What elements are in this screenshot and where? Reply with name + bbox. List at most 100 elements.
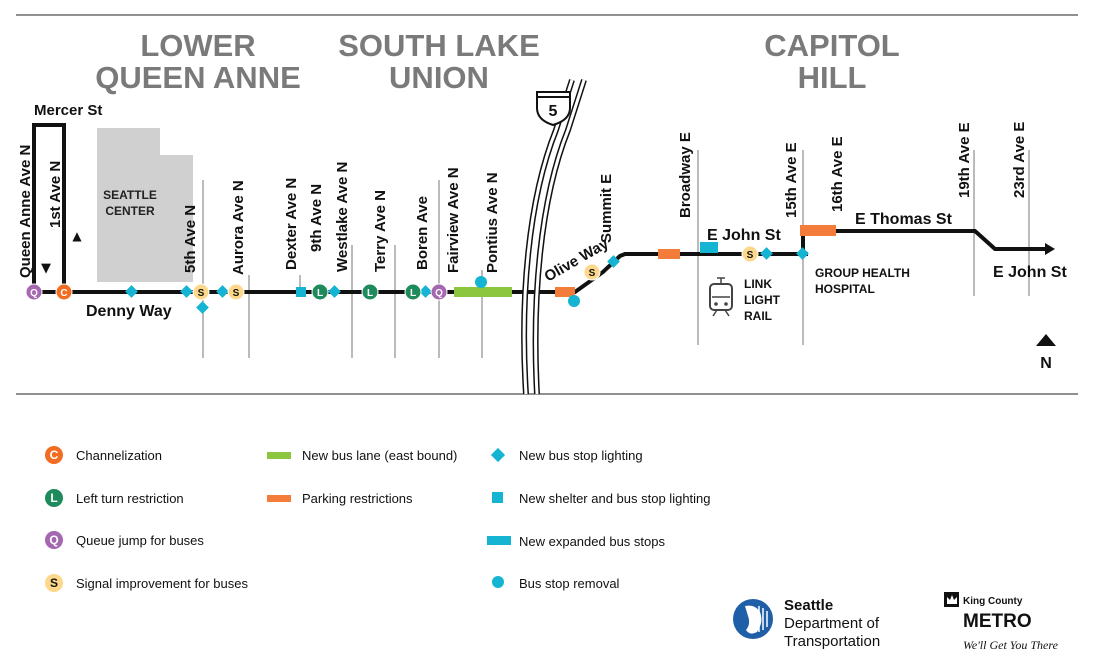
lighting-diamond: [196, 301, 209, 314]
street-label-queen-anne: Queen Anne Ave N: [17, 145, 34, 278]
legend-letter: Q: [49, 533, 58, 547]
street-label-terry: Terry Ave N: [372, 190, 389, 272]
marker-channelization-1st: C: [55, 283, 73, 301]
new-shelter-dexter: [296, 287, 306, 297]
neighborhood-capitol-hill-line1: CAPITOL: [764, 28, 900, 63]
parking-restriction-olive: [555, 287, 575, 297]
legend-label: Signal improvement for buses: [76, 576, 248, 591]
light-rail-label-line2: LIGHT: [744, 293, 781, 307]
light-rail-label-line1: LINK: [744, 277, 772, 291]
i5-inner-2: [534, 79, 586, 395]
legend-label: New bus lane (east bound): [302, 448, 457, 463]
street-label-dexter: Dexter Ave N: [283, 178, 300, 270]
marker-letter: L: [367, 288, 373, 299]
street-label-aurora: Aurora Ave N: [230, 180, 247, 275]
legend-item-left-turn: L Left turn restriction: [45, 489, 184, 507]
neighborhood-lower-queen-anne-line1: LOWER: [140, 28, 255, 63]
street-label-thomas: E Thomas St: [855, 211, 953, 228]
street-label-23rd: 23rd Ave E: [1011, 122, 1028, 198]
metro-tagline: We'll Get You There: [963, 638, 1059, 652]
sdot-name-line2: Department of: [784, 615, 880, 632]
street-label-westlake: Westlake Ave N: [334, 162, 351, 272]
legend: C Channelization L Left turn restriction…: [45, 446, 711, 592]
street-label-1st: 1st Ave N: [47, 161, 64, 228]
group-health-label-line1: GROUP HEALTH: [815, 266, 910, 280]
metro-name: METRO: [963, 611, 1032, 632]
lighting-diamond: [216, 285, 229, 298]
legend-item-lighting: New bus stop lighting: [490, 447, 643, 463]
legend-letter: S: [50, 576, 58, 590]
eastbound-arrow-icon: [1045, 243, 1055, 255]
i5-shield-icon: 5: [536, 91, 571, 127]
lighting-diamond: [328, 285, 341, 298]
bus-lane-segment: [454, 287, 512, 297]
street-label-15th: 15th Ave E: [783, 142, 800, 218]
marker-letter: S: [747, 250, 754, 261]
legend-label: Bus stop removal: [519, 576, 620, 591]
legend-label: Channelization: [76, 448, 162, 463]
lighting-diamond: [760, 247, 773, 260]
southbound-arrow-icon: ▼: [41, 261, 51, 276]
street-label-john-east: E John St: [993, 264, 1067, 281]
lighting-diamond: [180, 285, 193, 298]
neighborhood-lower-queen-anne-line2: QUEEN ANNE: [95, 60, 301, 95]
sdot-logo: Seattle Department of Transportation: [733, 597, 880, 650]
i5-inner: [522, 79, 574, 395]
sdot-name-line3: Transportation: [784, 633, 880, 650]
street-label-summit: Summit E: [598, 174, 615, 243]
legend-item-parking: Parking restrictions: [267, 491, 413, 506]
legend-label: New bus stop lighting: [519, 448, 643, 463]
neighborhood-south-lake-union-line1: SOUTH LAKE: [338, 28, 540, 63]
lighting-diamond: [125, 285, 138, 298]
street-label-olive: Olive Way: [542, 235, 613, 286]
king-county-metro-logo: King County METRO We'll Get You There: [944, 592, 1059, 652]
i5-shield-number: 5: [549, 103, 558, 120]
legend-label: Parking restrictions: [302, 491, 413, 506]
cross-streets: [202, 150, 1030, 358]
legend-item-shelter: New shelter and bus stop lighting: [492, 491, 711, 506]
bus-stop-lighting-markers: [125, 247, 809, 314]
street-label-16th: 16th Ave E: [829, 136, 846, 212]
marker-signal-olive: S: [583, 263, 601, 281]
legend-label: Queue jump for buses: [76, 533, 204, 548]
light-rail-label-line3: RAIL: [744, 309, 772, 323]
marker-letter: Q: [30, 288, 38, 299]
street-label-john-mid: E John St: [707, 227, 781, 244]
north-label: N: [1040, 355, 1052, 372]
marker-signal-aurora: S: [227, 283, 245, 301]
queen-anne-loop: [32, 123, 66, 292]
bus-stop-removal-olive: [568, 295, 580, 307]
street-label-denny: Denny Way: [86, 303, 172, 320]
legend-label: Left turn restriction: [76, 491, 184, 506]
light-rail-icon: [709, 277, 733, 317]
legend-label: New shelter and bus stop lighting: [519, 491, 711, 506]
neighborhood-south-lake-union-line2: UNION: [389, 60, 489, 95]
legend-item-bus-lane: New bus lane (east bound): [267, 448, 457, 463]
street-label-5th: 5th Ave N: [182, 205, 199, 273]
marker-letter: Q: [435, 288, 443, 299]
marker-left-turn-terry: L: [361, 283, 379, 301]
legend-label: New expanded bus stops: [519, 534, 665, 549]
street-label-fairview: Fairview Ave N: [445, 167, 462, 273]
legend-item-channelization: C Channelization: [45, 446, 162, 464]
legend-item-signal: S Signal improvement for buses: [45, 574, 248, 592]
marker-letter: L: [317, 288, 323, 299]
legend-letter: L: [50, 491, 57, 505]
lighting-diamond: [796, 247, 809, 260]
street-label-boren: Boren Ave: [414, 196, 431, 270]
group-health-label-line2: HOSPITAL: [815, 282, 875, 296]
legend-item-stop-removal: Bus stop removal: [492, 576, 620, 591]
marker-left-turn-9th: L: [311, 283, 329, 301]
marker-letter: L: [410, 288, 416, 299]
seattle-center-label-line2: CENTER: [105, 204, 155, 218]
seattle-center-label-line1: SEATTLE: [103, 188, 157, 202]
expanded-bus-stop: [700, 242, 718, 253]
north-arrow-icon: [1036, 334, 1056, 346]
metro-county-name: King County: [963, 596, 1023, 607]
street-label-9th: 9th Ave N: [308, 184, 325, 252]
marker-signal-5th: S: [192, 283, 210, 301]
parking-restriction-broadway: [658, 249, 680, 259]
marker-letter: S: [589, 268, 596, 279]
neighborhood-capitol-hill-line2: HILL: [798, 60, 867, 95]
